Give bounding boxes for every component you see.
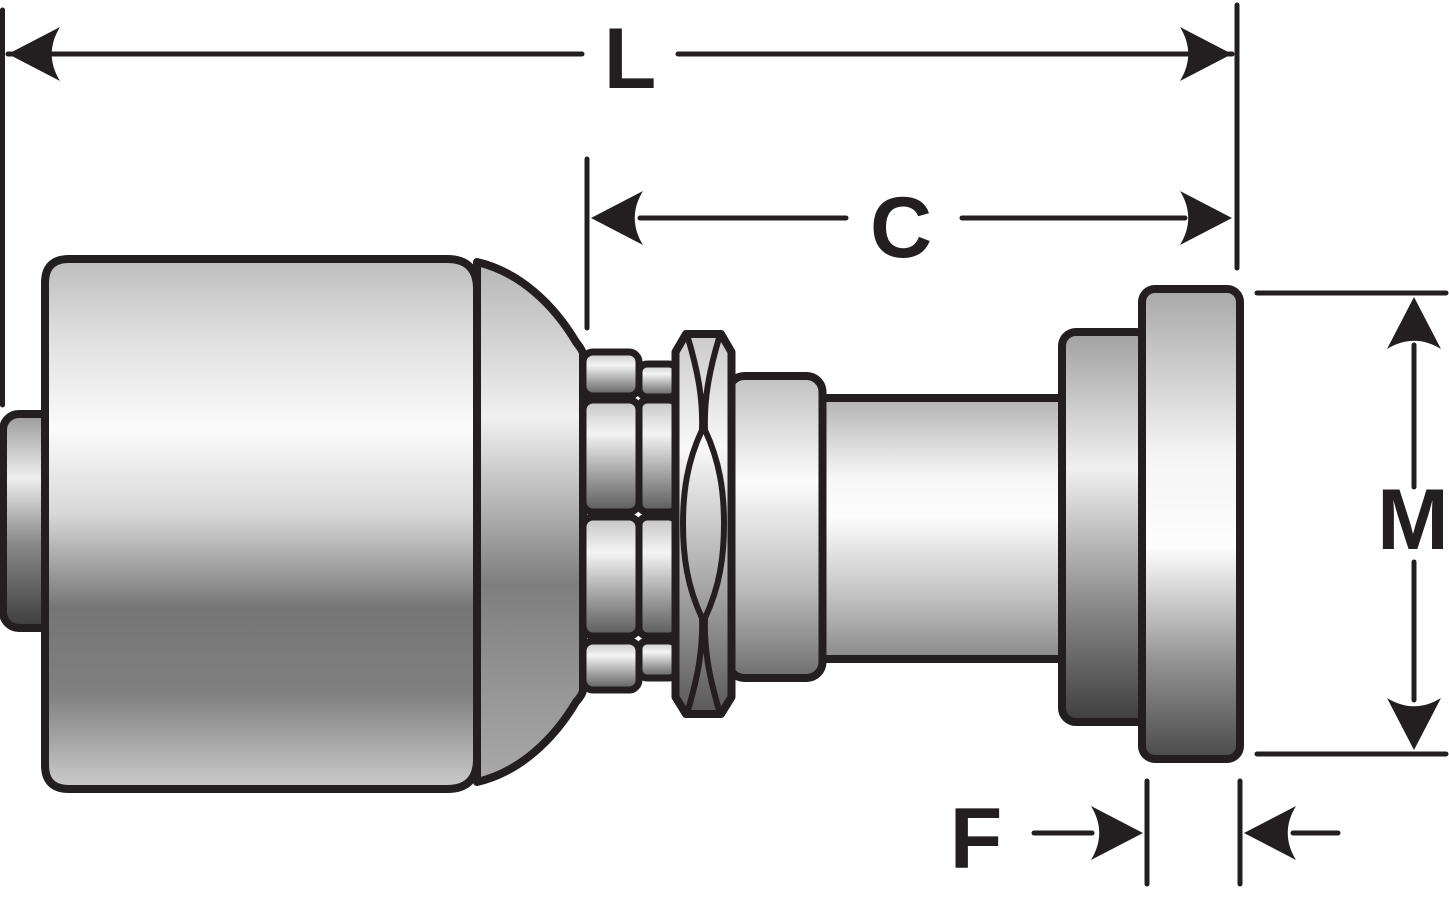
shoulder-band: [724, 372, 827, 682]
arrowhead-right-icon: [1091, 806, 1143, 860]
dimension-L: L: [0, 2, 1240, 408]
collar-segment: [579, 513, 643, 640]
arrowhead-left-icon: [591, 191, 643, 245]
collar-segment: [579, 396, 643, 516]
dimension-L-label: L: [604, 11, 657, 107]
collar-segment: [635, 513, 681, 640]
ferrule-bell: [473, 258, 587, 786]
flange-head: [1138, 285, 1244, 763]
dimension-M: M: [1254, 290, 1449, 757]
collar-segment: [635, 396, 681, 516]
hex-chamfer-edge-left: [679, 335, 706, 713]
hex-chamfer-edge-right: [701, 335, 728, 713]
dimension-C-label: C: [870, 180, 932, 276]
arrowhead-right-icon: [1180, 191, 1232, 245]
arrowhead-down-icon: [1387, 698, 1441, 750]
hex-nut: [671, 330, 736, 718]
stem: [808, 394, 1074, 663]
nut-collar-inner-ring: [635, 360, 681, 682]
arrowhead-left-icon: [1244, 806, 1296, 860]
flange-collar: [1058, 328, 1154, 726]
fitting-body: [0, 255, 1244, 793]
collar-segment: [635, 360, 681, 401]
collar-segment: [635, 637, 681, 682]
nut-collar-outer-ring: [579, 348, 643, 694]
dimension-F-label: F: [950, 791, 1003, 887]
dimension-C: C: [584, 156, 1232, 331]
arrowhead-up-icon: [1387, 297, 1441, 349]
dimension-F: F: [950, 778, 1341, 887]
crimp-shell: [41, 255, 481, 793]
dimension-M-label: M: [1377, 472, 1449, 568]
collar-segment: [579, 348, 643, 400]
collar-segment: [579, 637, 643, 694]
